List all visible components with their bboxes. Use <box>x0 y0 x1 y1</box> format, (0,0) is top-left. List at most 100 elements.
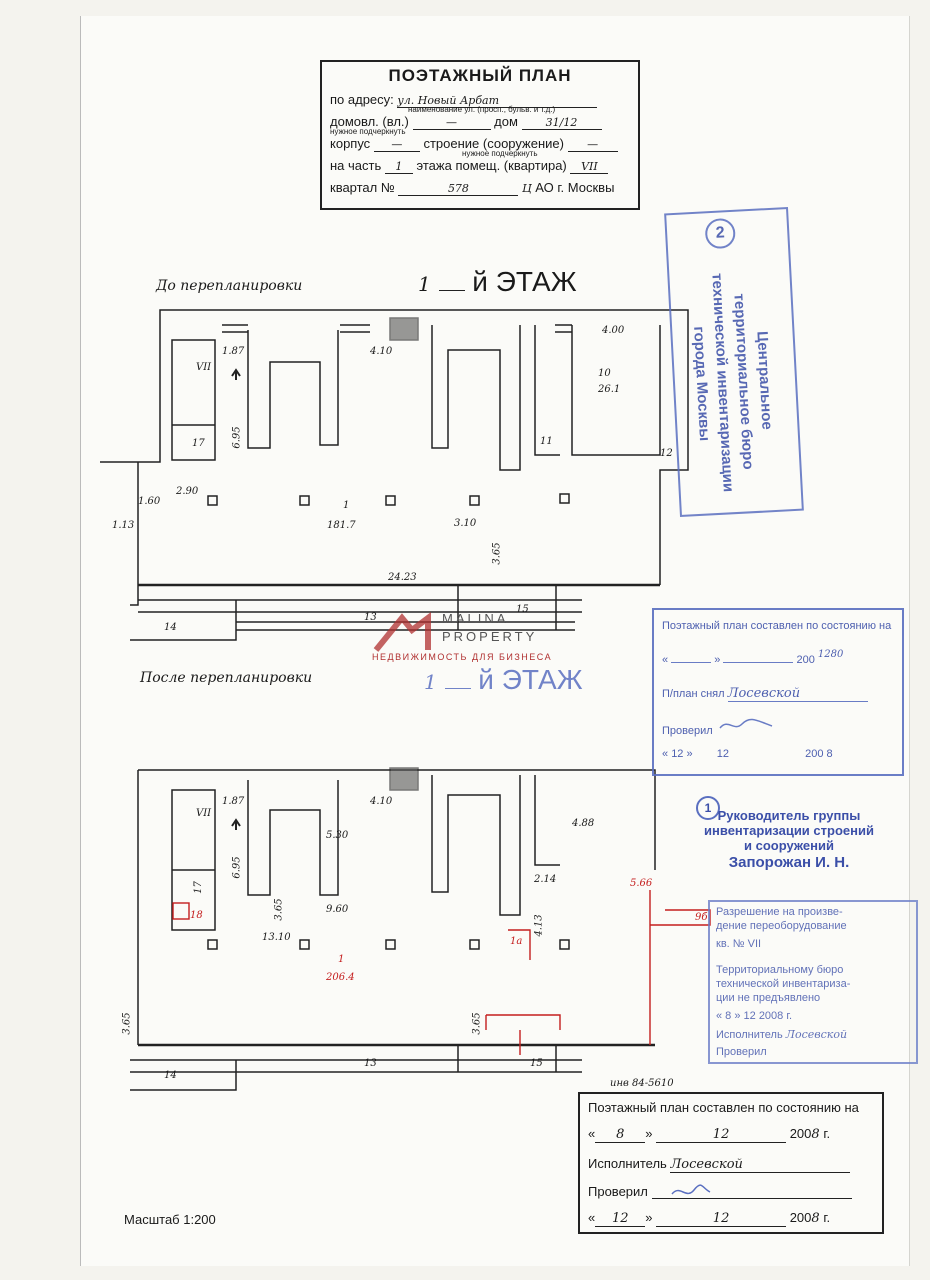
bottom-executor: Исполнитель Лосевской <box>588 1156 851 1173</box>
after-dim-label-13: 13.10 <box>262 932 291 943</box>
plan-header: ПОЭТАЖНЫЙ ПЛАН по адресу: ул. Новый Арба… <box>320 60 640 210</box>
after-floor-title: 1 й ЭТАЖ <box>424 664 583 695</box>
before-dim-label-15: 3.65 <box>491 542 503 565</box>
domovl-value: — <box>412 116 491 130</box>
signature-icon <box>719 718 772 729</box>
bottom-checked: Проверил <box>588 1184 852 1199</box>
address-hint: наименование ул. (просп., бульв. и т.д.) <box>408 105 556 114</box>
before-dim-label-16: 24.23 <box>388 572 417 583</box>
before-dim-label-20: 12 <box>660 448 673 459</box>
state-stamp-date: « » 200 1280 <box>662 649 844 666</box>
before-dim-label-3: 10 <box>598 368 611 379</box>
stroenie-value: — <box>567 138 618 152</box>
before-dim-label-4: 26.1 <box>598 384 621 395</box>
state-stamp-removed: П/план снял Лосевской <box>662 686 868 702</box>
floor-label: этажа помещ. (квартира) <box>416 158 567 173</box>
bottom-date2: «12» 12 2008 г. <box>588 1210 831 1227</box>
after-dim-label-5: 17 <box>192 881 204 894</box>
bottom-signature-box: Поэтажный план составлен по состоянию на… <box>578 1092 884 1234</box>
before-dim-label-7: 6.95 <box>231 426 243 449</box>
before-label: До перепланировки <box>156 278 303 294</box>
bureau-stamp: 2 Центральное территориальное бюро техни… <box>664 206 804 518</box>
after-dim-label-17: 1а <box>510 936 523 947</box>
state-stamp-checked: Проверил <box>662 716 776 737</box>
before-dim-label-5: VII <box>196 362 212 373</box>
before-dim-label-19: 15 <box>516 604 529 615</box>
after-dim-label-10: 3.65 <box>273 898 285 921</box>
before-dim-label-12: 1 <box>343 500 350 511</box>
after-dim-label-0: 1.87 <box>222 796 245 807</box>
before-dim-label-1: 4.10 <box>370 346 393 357</box>
brand-watermark: MALINA PROPERTY НЕДВИЖИМОСТЬ ДЛЯ БИЗНЕСА <box>372 606 568 672</box>
after-dim-label-20: 14 <box>164 1070 177 1081</box>
before-dim-label-6: 17 <box>192 438 205 449</box>
before-dim-label-13: 181.7 <box>327 520 356 531</box>
ao-label: АО г. Москвы <box>535 180 615 195</box>
head-stamp: Руководитель группы инвентаризации строе… <box>704 808 874 871</box>
after-dim-label-4: VII <box>196 808 212 819</box>
brand-logo-icon <box>373 612 431 652</box>
bottom-date1: «8» 12 2008 г. <box>588 1126 831 1143</box>
head-stamp-number: 1 <box>696 796 720 820</box>
after-dim-label-21: 13 <box>364 1058 377 1069</box>
state-stamp-date2: « 12 » 12 200 8 <box>662 748 833 760</box>
after-dim-label-14: 18 <box>190 910 203 921</box>
after-dim-label-2: 4.88 <box>572 818 595 829</box>
before-dim-label-10: 1.60 <box>138 496 161 507</box>
dom-label: дом <box>494 114 518 129</box>
after-dim-label-6: 6.95 <box>231 856 243 879</box>
state-stamp: Поэтажный план составлен по состоянию на… <box>652 608 904 776</box>
plan-title: ПОЭТАЖНЫЙ ПЛАН <box>388 66 572 85</box>
state-stamp-line1: Поэтажный план составлен по состоянию на <box>662 620 892 632</box>
document-sheet <box>80 16 910 1266</box>
after-dim-label-8: 5.66 <box>630 878 653 889</box>
part-value: 1 <box>384 160 413 174</box>
after-dim-label-15: 1 <box>338 954 345 965</box>
before-dim-label-18: 13 <box>364 612 377 623</box>
stroenie-label: строение (сооружение) <box>423 136 564 151</box>
before-floor-title: 1 й ЭТАЖ <box>418 266 577 297</box>
kvartal-value: 578 <box>398 182 519 196</box>
after-label: После перепланировки <box>140 670 313 686</box>
after-dim-label-3: 5.30 <box>326 830 349 841</box>
stroenie-hint: нужное подчеркнуть <box>462 149 538 158</box>
address-label: по адресу: <box>330 92 394 107</box>
after-dim-label-19: 3.65 <box>471 1012 483 1035</box>
before-dim-label-8: 11 <box>540 436 553 447</box>
kvartal-label: квартал № <box>330 180 395 195</box>
after-dim-label-22: 15 <box>530 1058 543 1069</box>
korpus-value: — <box>373 138 420 152</box>
scale-label: Масштаб 1:200 <box>124 1212 216 1227</box>
after-dim-label-23: инв 84-5610 <box>610 1078 674 1089</box>
part-label: на часть <box>330 158 382 173</box>
after-dim-label-12: 4.13 <box>533 914 545 937</box>
after-dim-label-11: 9.60 <box>326 904 349 915</box>
permission-stamp: Разрешение на произве- дение переоборудо… <box>708 900 918 1064</box>
ao-value: Ц <box>522 182 532 195</box>
after-dim-label-7: 2.14 <box>534 874 557 885</box>
address-value: ул. Новый Арбат <box>397 94 598 108</box>
before-dim-label-2: 4.00 <box>602 325 625 336</box>
plan-after <box>130 767 656 1091</box>
before-dim-label-11: 1.13 <box>112 520 135 531</box>
after-dim-label-1: 4.10 <box>370 796 393 807</box>
bottom-line1: Поэтажный план составлен по состоянию на <box>588 1100 859 1115</box>
dom-value: 31/12 <box>521 116 602 130</box>
before-dim-label-9: 2.90 <box>176 486 199 497</box>
plan-after-red-marks <box>172 890 711 1055</box>
domovl-hint: нужное подчеркнуть <box>330 127 406 136</box>
after-dim-label-9: 9б <box>695 912 708 923</box>
korpus-label: корпус <box>330 136 371 151</box>
domovl-label: домовл. (вл.) <box>330 114 409 129</box>
plan-before <box>100 309 689 641</box>
after-dim-label-18: 3.65 <box>121 1012 133 1035</box>
before-dim-label-14: 3.10 <box>454 518 477 529</box>
after-dim-label-16: 206.4 <box>326 972 355 983</box>
bureau-stamp-text: Центральное территориальное бюро техниче… <box>690 272 776 493</box>
floor-value: VII <box>570 160 609 174</box>
signature-icon <box>670 1184 710 1195</box>
brand-name: MALINA PROPERTY <box>442 611 538 644</box>
brand-tagline: НЕДВИЖИМОСТЬ ДЛЯ БИЗНЕСА <box>372 652 553 662</box>
before-dim-label-17: 14 <box>164 622 177 633</box>
